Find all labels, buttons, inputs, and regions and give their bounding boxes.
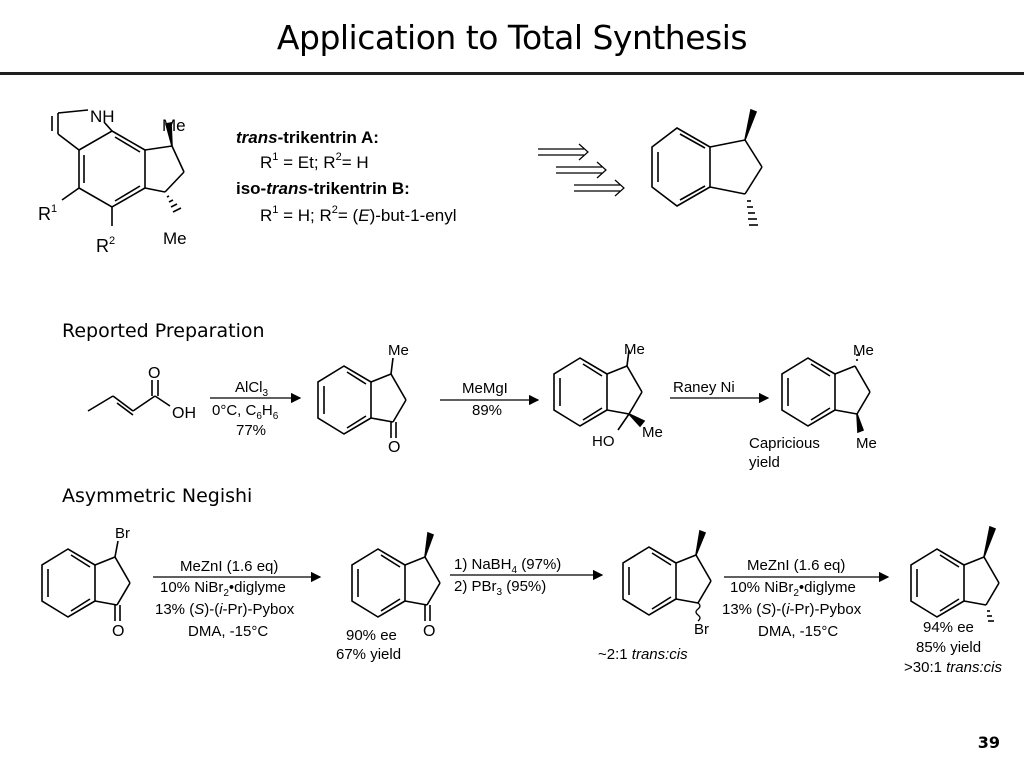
me-label: Me	[642, 424, 663, 441]
negishi-step3-reagent: MeZnI (1.6 eq)	[747, 557, 845, 574]
me-label: Me	[856, 435, 877, 452]
br-label: Br	[115, 525, 130, 542]
product-ratio: >30:1 trans:cis	[904, 659, 1002, 676]
step2-yield: 89%	[472, 402, 502, 419]
me-label: Me	[624, 341, 645, 358]
int2-ratio: ~2:1 trans:cis	[598, 646, 688, 663]
int1-ee: 90% ee	[346, 627, 397, 644]
negishi-step1-ligand: 13% (S)-(i-Pr)-Pybox	[155, 601, 295, 618]
int1-yield: 67% yield	[336, 646, 401, 663]
step2-reagent: MeMgI	[462, 380, 508, 397]
negishi-step3-catalyst: 10% NiBr2•diglyme	[730, 579, 856, 599]
r2-label: R2	[96, 235, 115, 256]
carbonyl-o-label: O	[423, 623, 435, 640]
nh-label: NH	[90, 107, 115, 126]
bromoindanone-structure	[41, 540, 131, 621]
product-yield: 85% yield	[916, 639, 981, 656]
dimethylindane-target	[651, 108, 763, 226]
asymmetric-negishi-heading: Asymmetric Negishi	[62, 485, 253, 507]
negishi-step3-conditions: DMA, -15°C	[758, 623, 838, 640]
carbonyl-o-label: O	[388, 439, 400, 456]
negishi-step1-conditions: DMA, -15°C	[188, 623, 268, 640]
br-label: Br	[694, 621, 709, 638]
slide-title: Application to Total Synthesis	[276, 18, 748, 57]
negishi-step3-ligand: 13% (S)-(i-Pr)-Pybox	[722, 601, 862, 618]
negishi-step2-reagent: 2) PBr3 (95%)	[454, 578, 546, 598]
tertiary-alcohol-structure	[553, 349, 646, 431]
step1-conditions: 0°C, C6H6	[212, 402, 279, 422]
retrosynthesis-arrows	[538, 143, 625, 197]
me-label: Me	[853, 342, 874, 359]
me-label: Me	[388, 342, 409, 359]
final-product-structure	[910, 525, 1000, 622]
step1-reagent: AlCl3	[235, 379, 269, 399]
methylindanone-structure	[317, 357, 407, 438]
ho-label: HO	[592, 433, 615, 450]
step1-yield: 77%	[236, 422, 266, 439]
me-label: Me	[163, 229, 187, 248]
methylindanone-product-structure	[351, 531, 441, 621]
oh-label: OH	[172, 405, 196, 422]
me-label: Me	[162, 116, 186, 135]
step3-note: Capricious	[749, 435, 820, 452]
page-number: 39	[977, 733, 1000, 752]
carbonyl-o-label: O	[148, 365, 160, 382]
product-ee: 94% ee	[923, 619, 974, 636]
r1-label: R1	[38, 203, 57, 224]
negishi-step2-reagent: 1) NaBH4 (97%)	[454, 556, 561, 576]
crotonic-acid-structure	[87, 380, 171, 416]
trikentrin-b-substituents: R1 = H; R2= (E)-but-1-enyl	[260, 204, 456, 225]
step3-note: yield	[749, 454, 780, 471]
negishi-step1-reagent: MeZnI (1.6 eq)	[180, 558, 278, 575]
carbonyl-o-label: O	[112, 623, 124, 640]
step3-reagent: Raney Ni	[673, 379, 735, 396]
trikentrin-a-substituents: R1 = Et; R2= H	[260, 151, 369, 172]
trikentrin-structure	[51, 109, 185, 226]
title-divider	[0, 72, 1024, 75]
bromoindane-structure	[622, 529, 712, 622]
trikentrin-b-name: iso-trans-trikentrin B:	[236, 179, 410, 198]
reported-product-structure	[781, 354, 871, 434]
reported-preparation-heading: Reported Preparation	[62, 320, 265, 342]
trikentrin-a-name: trans-trikentrin A:	[236, 128, 379, 147]
negishi-step1-catalyst: 10% NiBr2•diglyme	[160, 579, 286, 599]
